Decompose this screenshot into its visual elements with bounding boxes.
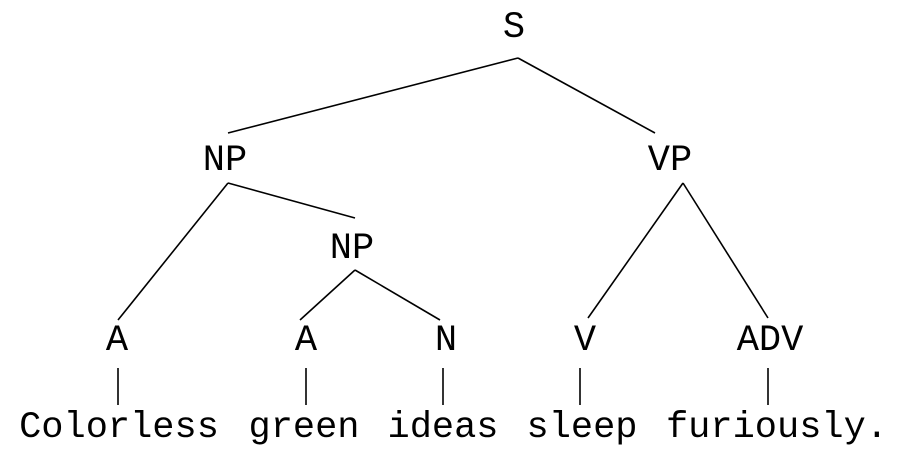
node-a1: A (106, 320, 129, 362)
edge-np-inner-n (354, 269, 441, 321)
node-adv: ADV (737, 320, 804, 362)
word-colorless: Colorless (19, 407, 219, 449)
edge-vp-adv (682, 182, 769, 319)
edge-np-np (227, 182, 356, 219)
word-furiously: furiously. (666, 407, 888, 449)
edge-np-inner-a (299, 269, 356, 321)
edge-s-vp (517, 57, 656, 134)
edge-s-np (227, 57, 519, 134)
node-vp: VP (648, 140, 692, 182)
node-s: S (503, 7, 525, 49)
word-sleep: sleep (526, 407, 637, 449)
edge-vp-v (587, 182, 684, 319)
node-v: V (574, 320, 596, 362)
word-green: green (248, 407, 359, 449)
node-np: NP (203, 140, 247, 182)
node-n: N (435, 320, 457, 362)
node-np-inner: NP (330, 228, 374, 270)
edge-np-a (117, 182, 229, 321)
node-a2: A (295, 320, 318, 362)
word-ideas: ideas (387, 407, 498, 449)
